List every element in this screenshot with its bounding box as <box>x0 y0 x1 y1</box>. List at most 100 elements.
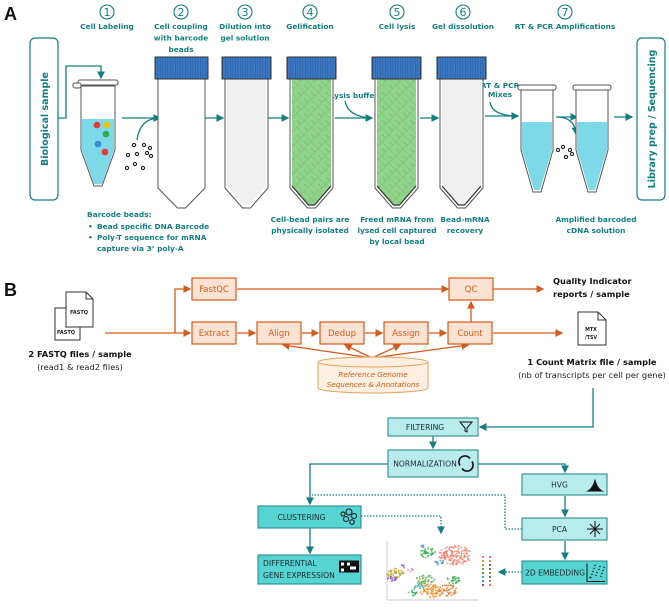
column-tubes <box>154 56 487 209</box>
caption-lysis: Freed mRNA from <box>360 215 434 224</box>
analysis-step-embedding[interactable]: 2D EMBEDDING <box>521 560 608 585</box>
distribution-icon <box>585 478 605 492</box>
barcode-bullet-1: Bead specific DNA Barcode <box>97 222 209 231</box>
pipeline-step-extract[interactable]: Extract <box>191 321 237 345</box>
pipeline-step-assign[interactable]: Assign <box>383 321 429 345</box>
barcode-bead <box>144 150 150 156</box>
barcode-bead <box>147 145 153 151</box>
tube-step-5 <box>371 56 422 209</box>
pipeline-steps: FastQC Extract Align Dedup Assign Count QC <box>191 277 494 345</box>
cell <box>94 140 102 148</box>
tube-step-6 <box>436 56 487 209</box>
barcode-bead <box>134 151 140 157</box>
umap-cluster <box>434 559 445 566</box>
qc-output-label-2: reports / sample <box>553 289 630 299</box>
clustering-label: CLUSTERING <box>277 513 325 522</box>
fastq-subcaption: (read1 & read2 files) <box>37 362 123 372</box>
umap-cluster <box>420 544 425 549</box>
count-matrix-file-icon: MTX /TSV <box>577 311 607 346</box>
step-label: Cell coupling <box>154 22 208 31</box>
caption-gelification: Cell-bead pairs are <box>271 215 350 224</box>
pca-label: PCA <box>552 525 568 534</box>
umap-cluster <box>413 583 425 590</box>
analysis-steps: FILTERING NORMALIZATION HVG PCA 2D EMBEDDING… <box>257 417 608 585</box>
umap-cluster <box>438 544 471 566</box>
umap-cluster <box>407 567 414 573</box>
barcode-bead <box>569 151 575 157</box>
pipeline-step-dedup[interactable]: Dedup <box>319 321 365 345</box>
step-number-circle <box>557 4 573 20</box>
step-number: 2 <box>178 6 185 19</box>
step-number: 3 <box>242 6 249 19</box>
barcode-beads-title: Barcode beads: <box>87 210 152 219</box>
dge-label-1: DIFFERENTIAL <box>263 559 317 568</box>
umap-cluster <box>415 574 436 586</box>
dotted-connectors <box>312 494 522 576</box>
cell <box>101 148 109 156</box>
eppendorf-tube-cell-labeling <box>72 79 119 187</box>
hvg-label: HVG <box>551 481 568 490</box>
pipeline-step-count[interactable]: Count <box>447 321 493 345</box>
umap-cluster <box>446 575 461 585</box>
normalization-label: NORMALIZATION <box>393 460 457 469</box>
umap-cluster <box>400 564 405 569</box>
analysis-step-normalization[interactable]: NORMALIZATION <box>387 449 479 478</box>
fastq-files-icon: FASTQ FASTQ <box>54 291 94 341</box>
qc-output-label-1: Quality Indicator <box>553 276 632 286</box>
fastq-icon-label-2: FASTQ <box>57 330 75 336</box>
step-number-circle <box>389 4 405 20</box>
embedding-label: 2D EMBEDDING <box>525 569 585 578</box>
step-number-circle <box>302 4 318 20</box>
dedup-label: Dedup <box>328 329 356 339</box>
pipeline-step-align[interactable]: Align <box>256 321 302 345</box>
barcode-beads-description: Barcode beads: • Bead specific DNA Barco… <box>87 210 209 253</box>
cell <box>103 121 111 129</box>
rt-pcr-mixes-label-1: RT & PCR <box>481 81 520 90</box>
reference-label-2: Sequences & Annotations <box>327 380 420 389</box>
step-label: Gel dissolution <box>432 22 494 31</box>
step-number: 1 <box>104 6 111 19</box>
caption-amplification: Amplified barcoded <box>555 215 636 224</box>
lysis-buffer-label: Lysis buffer <box>330 91 378 100</box>
barcode-bead <box>124 165 130 171</box>
matrix-subcaption: (nb of transcripts per cell per gene) <box>518 370 666 380</box>
analysis-step-hvg[interactable]: HVG <box>521 473 608 496</box>
assign-label: Assign <box>392 329 420 339</box>
align-label: Align <box>268 329 289 339</box>
caption-amplification: cDNA solution <box>567 226 626 235</box>
analysis-step-clustering[interactable]: CLUSTERING <box>257 505 362 529</box>
biological-sample-box: Biological sample <box>29 37 59 201</box>
fastq-caption: 2 FASTQ files / sample <box>28 349 132 359</box>
count-label: Count <box>457 329 483 339</box>
barcode-bead <box>567 147 573 153</box>
pipeline-step-fastqc[interactable]: FastQC <box>191 277 237 301</box>
scatter-plot-icon <box>586 563 605 582</box>
matrix-icon-label-2: /TSV <box>585 335 597 341</box>
eppendorf-tube-amplified <box>572 84 612 193</box>
library-prep-label: Library prep / Sequencing <box>647 50 658 189</box>
tube-step-3 <box>221 56 272 209</box>
barcode-bead <box>563 154 569 160</box>
umap-cluster <box>419 583 444 599</box>
step-number-circle <box>455 4 471 20</box>
analysis-step-pca[interactable]: PCA <box>521 517 608 541</box>
analysis-step-filtering[interactable]: FILTERING <box>387 417 479 437</box>
step-number: 5 <box>394 6 401 19</box>
caption-dissolution: recovery <box>447 226 484 235</box>
barcode-bullet-3: capture via 3’ poly-A <box>97 244 184 253</box>
step-label: Gelification <box>286 22 333 31</box>
barcode-bead <box>148 153 154 159</box>
tube-step-2 <box>154 56 209 209</box>
step-label: RT & PCR Amplifications <box>515 22 616 31</box>
barcode-bead <box>131 142 137 148</box>
cell <box>93 121 101 129</box>
pipeline-arrows <box>105 285 564 359</box>
clusters-icon <box>340 508 357 525</box>
pipeline-step-qc[interactable]: QC <box>448 277 494 301</box>
